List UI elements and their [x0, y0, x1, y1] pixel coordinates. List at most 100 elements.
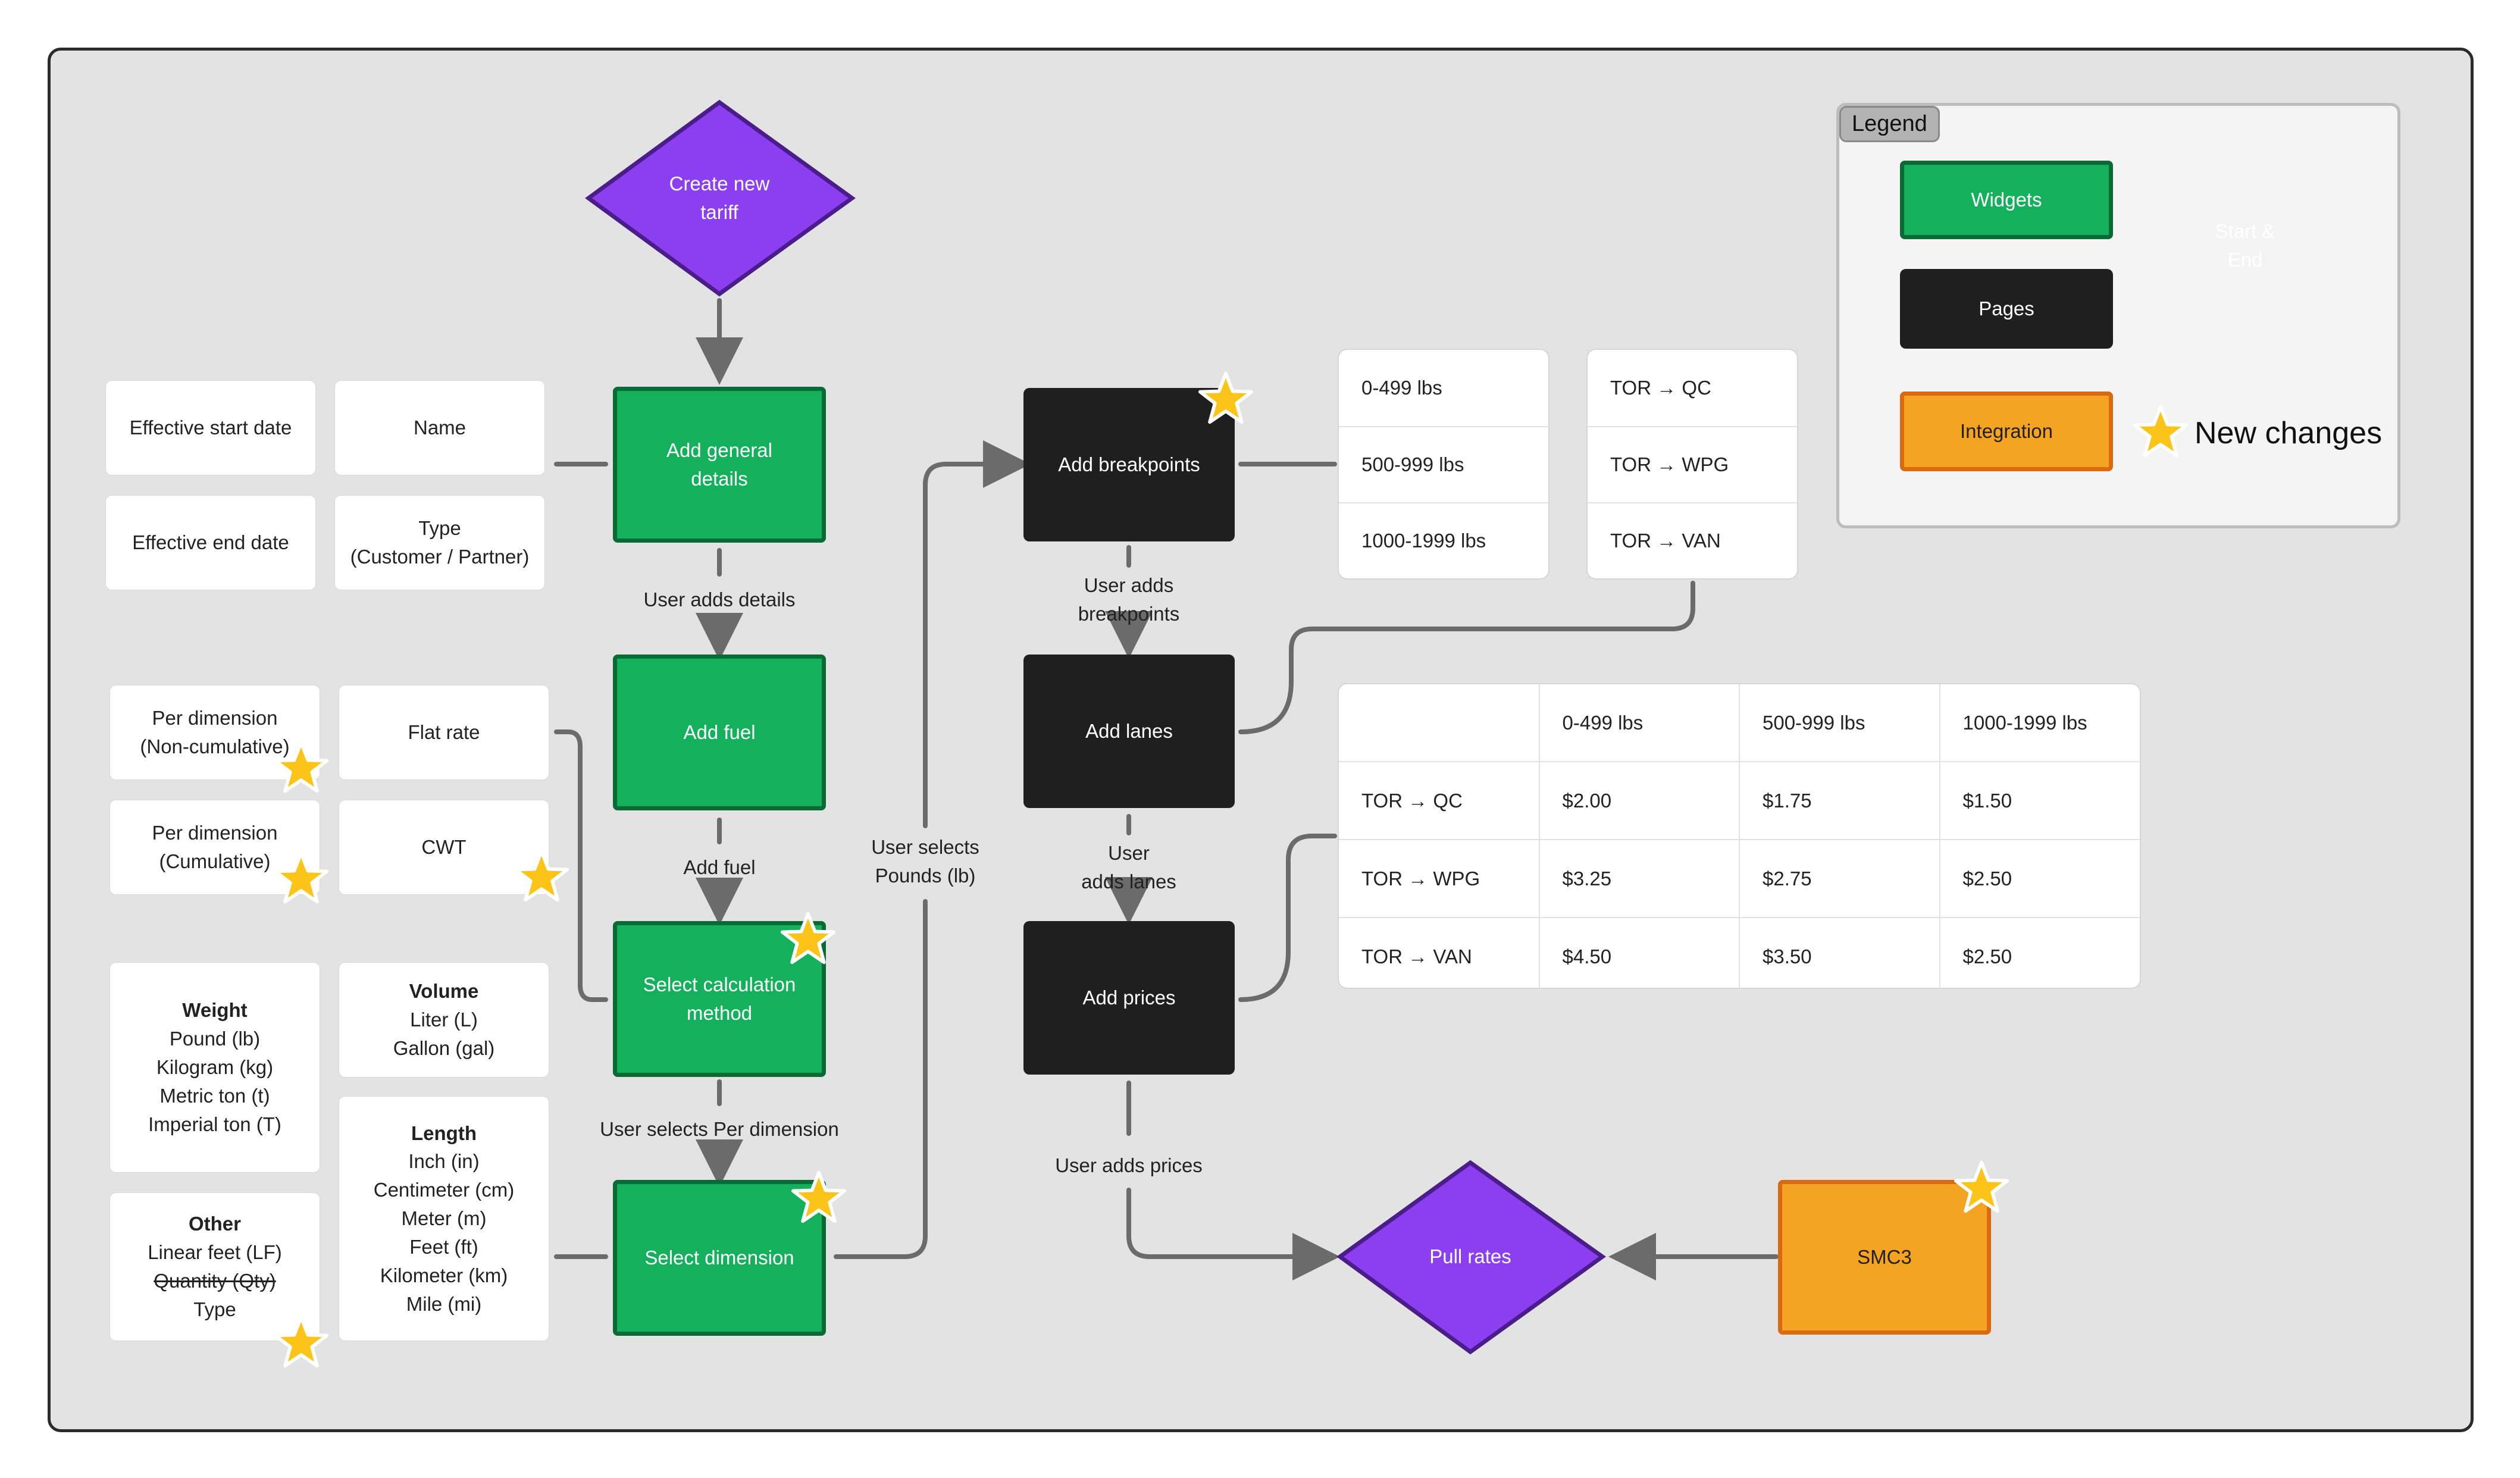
dimension-length-item: Kilometer (km) [380, 1264, 508, 1286]
option-per-dimension-cumulative-line1: Per dimension [152, 822, 278, 844]
dimension-other: Other Linear feet (LF) Quantity (Qty) Ty… [110, 1193, 320, 1341]
edge-label-user-selects-pounds: User selects Pounds (lb) [871, 836, 979, 887]
dimension-length-title: Length [411, 1122, 477, 1144]
option-per-dimension-noncumulative-line2: (Non-cumulative) [140, 735, 290, 757]
dimension-volume-item: Gallon (gal) [393, 1037, 495, 1059]
dimension-length: Length Inch (in) Centimeter (cm) Meter (… [339, 1097, 549, 1341]
dimension-weight-item: Pound (lb) [169, 1028, 261, 1050]
star-icon [780, 912, 836, 965]
legend-pages-swatch: Pages [1900, 269, 2113, 349]
dimension-volume: Volume Liter (L) Gallon (gal) [339, 963, 549, 1077]
prices-table-cell: $1.75 [1739, 761, 1940, 840]
dimension-weight-item: Imperial ton (T) [148, 1113, 281, 1135]
field-type-label: Type [418, 517, 461, 540]
prices-table-cell: TOR → QC [1339, 761, 1540, 840]
prices-table-header-cell: 500-999 lbs [1739, 684, 1940, 762]
edge-label-add-fuel: Add fuel [683, 856, 756, 878]
edge-label-user-adds-prices: User adds prices [1055, 1154, 1203, 1176]
dimension-other-item: Type [193, 1298, 236, 1320]
prices-table-cell: TOR → VAN [1339, 917, 1540, 988]
prices-table-header-row: 0-499 lbs 500-999 lbs 1000-1999 lbs [1339, 684, 2140, 762]
prices-table-cell: $2.00 [1538, 761, 1740, 840]
star-icon [273, 1315, 329, 1368]
prices-table-cell: $1.50 [1939, 761, 2140, 840]
dimension-weight-item: Kilogram (kg) [156, 1056, 274, 1079]
star-icon [1954, 1160, 2009, 1213]
prices-table-cell: $2.75 [1739, 839, 1940, 918]
create-tariff-label: Create new tariff [669, 173, 770, 223]
prices-table-header-cell [1339, 684, 1540, 762]
breakpoints-list: 0-499 lbs 500-999 lbs 1000-1999 lbs [1339, 350, 1548, 578]
edge-label-user-adds-lanes: User adds lanes [1081, 842, 1176, 893]
star-icon [273, 851, 329, 904]
add-lanes-node[interactable]: Add lanes [1023, 655, 1235, 808]
add-prices-node[interactable]: Add prices [1023, 921, 1235, 1075]
prices-table-cell: TOR → WPG [1339, 839, 1540, 918]
field-type: Type (Customer / Partner) [335, 496, 544, 590]
legend-new-changes-label: New changes [2195, 416, 2383, 450]
legend-widgets-swatch: Widgets [1900, 161, 2113, 239]
prices-table-cell: $4.50 [1538, 917, 1740, 988]
dimension-length-item: Centimeter (cm) [373, 1179, 515, 1201]
edge-label-user-selects-per-dimension: User selects Per dimension [600, 1118, 839, 1140]
dimension-other-item-struck: Quantity (Qty) [154, 1270, 276, 1292]
legend-integration-swatch: Integration [1900, 392, 2113, 471]
prices-table-grid: 0-499 lbs 500-999 lbs 1000-1999 lbs TOR … [1339, 684, 2140, 988]
field-name: Name [335, 381, 544, 475]
legend-start-end-label: Start & End [2215, 220, 2275, 271]
option-cwt-label: CWT [421, 836, 467, 859]
dimension-length-item: Meter (m) [401, 1207, 487, 1230]
option-per-dimension-noncumulative-line1: Per dimension [152, 707, 278, 729]
lanes-list: TOR → QC TOR → WPG TOR → VAN [1588, 350, 1797, 578]
add-general-details-node[interactable]: Add general details [613, 387, 826, 543]
dimension-weight: Weight Pound (lb) Kilogram (kg) Metric t… [110, 963, 320, 1172]
lane-item: TOR → QC [1610, 377, 1711, 399]
field-type-sublabel: (Customer / Partner) [350, 546, 530, 568]
dimension-length-item: Mile (mi) [406, 1292, 482, 1315]
prices-table-cell: $2.50 [1939, 839, 2140, 918]
dimension-other-item: Linear feet (LF) [148, 1241, 282, 1264]
prices-table-row: TOR → WPG $3.25 $2.75 $2.50 [1339, 839, 2140, 918]
lane-item: TOR → WPG [1588, 426, 1797, 502]
dimension-length-item: Feet (ft) [409, 1235, 478, 1258]
breakpoint-item: 1000-1999 lbs [1339, 502, 1548, 578]
prices-table-cell: $2.50 [1939, 917, 2140, 988]
option-flat-rate: Flat rate [339, 685, 549, 779]
field-effective-end-date: Effective end date [106, 496, 315, 590]
dimension-other-title: Other [188, 1213, 241, 1235]
edge-label-user-adds-breakpoints: User adds breakpoints [1078, 574, 1180, 625]
select-dimension-node[interactable]: Select dimension [613, 1180, 826, 1336]
prices-table-header-cell: 1000-1999 lbs [1939, 684, 2140, 762]
dimension-weight-title: Weight [182, 999, 248, 1022]
lane-item: TOR → VAN [1588, 502, 1797, 578]
select-calculation-method-node[interactable]: Select calculation method [613, 921, 826, 1077]
dimension-volume-title: Volume [409, 980, 479, 1003]
prices-table-cell: $3.25 [1538, 839, 1740, 918]
dimension-length-item: Inch (in) [408, 1150, 480, 1173]
smc3-node[interactable]: SMC3 [1778, 1180, 1991, 1335]
prices-table: 0-499 lbs 500-999 lbs 1000-1999 lbs TOR … [1339, 684, 2140, 988]
prices-table-cell: $3.50 [1739, 917, 1940, 988]
prices-table-row: TOR → QC $2.00 $1.75 $1.50 [1339, 761, 2140, 840]
option-flat-rate-label: Flat rate [408, 721, 480, 744]
pull-rates-label: Pull rates [1429, 1245, 1511, 1268]
field-effective-end-date-label: Effective end date [132, 531, 289, 554]
add-fuel-node[interactable]: Add fuel [613, 655, 826, 810]
star-icon [791, 1170, 847, 1223]
star-icon [273, 740, 329, 793]
star-icon [514, 849, 569, 902]
star-icon [1198, 371, 1254, 424]
add-breakpoints-node[interactable]: Add breakpoints [1023, 388, 1235, 541]
dimension-volume-item: Liter (L) [410, 1009, 478, 1031]
option-cwt: CWT [339, 800, 549, 894]
field-name-label: Name [413, 417, 467, 439]
edge-label-user-adds-details: User adds details [643, 588, 796, 610]
dimension-weight-item: Metric ton (t) [159, 1084, 270, 1107]
field-effective-start-date-label: Effective start date [129, 417, 292, 439]
option-per-dimension-cumulative-line2: (Cumulative) [159, 850, 271, 872]
breakpoint-item: 0-499 lbs [1361, 377, 1442, 399]
field-effective-start-date: Effective start date [106, 381, 315, 475]
legend-star-icon [2133, 405, 2189, 458]
legend-title: Legend [1839, 106, 1940, 142]
